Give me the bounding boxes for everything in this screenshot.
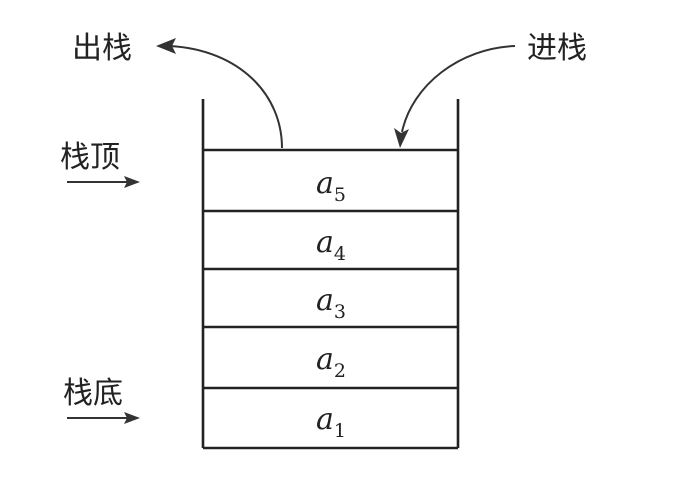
stack-cell-subscript: 3 — [334, 301, 346, 323]
stack-cell-label: a1 — [316, 402, 346, 442]
stack-cell-var: a — [316, 166, 334, 201]
stack-cell-var: a — [316, 225, 334, 260]
stack-cell-subscript: 5 — [334, 184, 346, 206]
stack-cell-label: a5 — [316, 166, 346, 206]
push-label: 进栈 — [527, 31, 587, 66]
stack-cell-subscript: 2 — [334, 360, 346, 382]
bottom-pointer-arrowhead — [124, 412, 140, 424]
bottom-label: 栈底 — [63, 376, 123, 411]
stack-cell-label: a4 — [316, 225, 346, 265]
pop-label: 出栈 — [72, 31, 132, 66]
stack-cell-label: a3 — [316, 283, 346, 323]
stack-cell-label: a2 — [316, 342, 346, 382]
top-pointer-arrowhead — [124, 176, 140, 188]
stack-cell-subscript: 4 — [334, 243, 346, 265]
stack-cell-var: a — [316, 342, 334, 377]
pop-arrowhead — [156, 38, 176, 54]
pop-arrow — [169, 45, 283, 149]
stack-cell-var: a — [316, 283, 334, 318]
push-arrow — [401, 45, 516, 133]
push-arrowhead — [394, 128, 409, 148]
stack-cell-var: a — [316, 402, 334, 437]
stack-cell-subscript: 1 — [334, 420, 346, 442]
top-label: 栈顶 — [60, 140, 120, 175]
